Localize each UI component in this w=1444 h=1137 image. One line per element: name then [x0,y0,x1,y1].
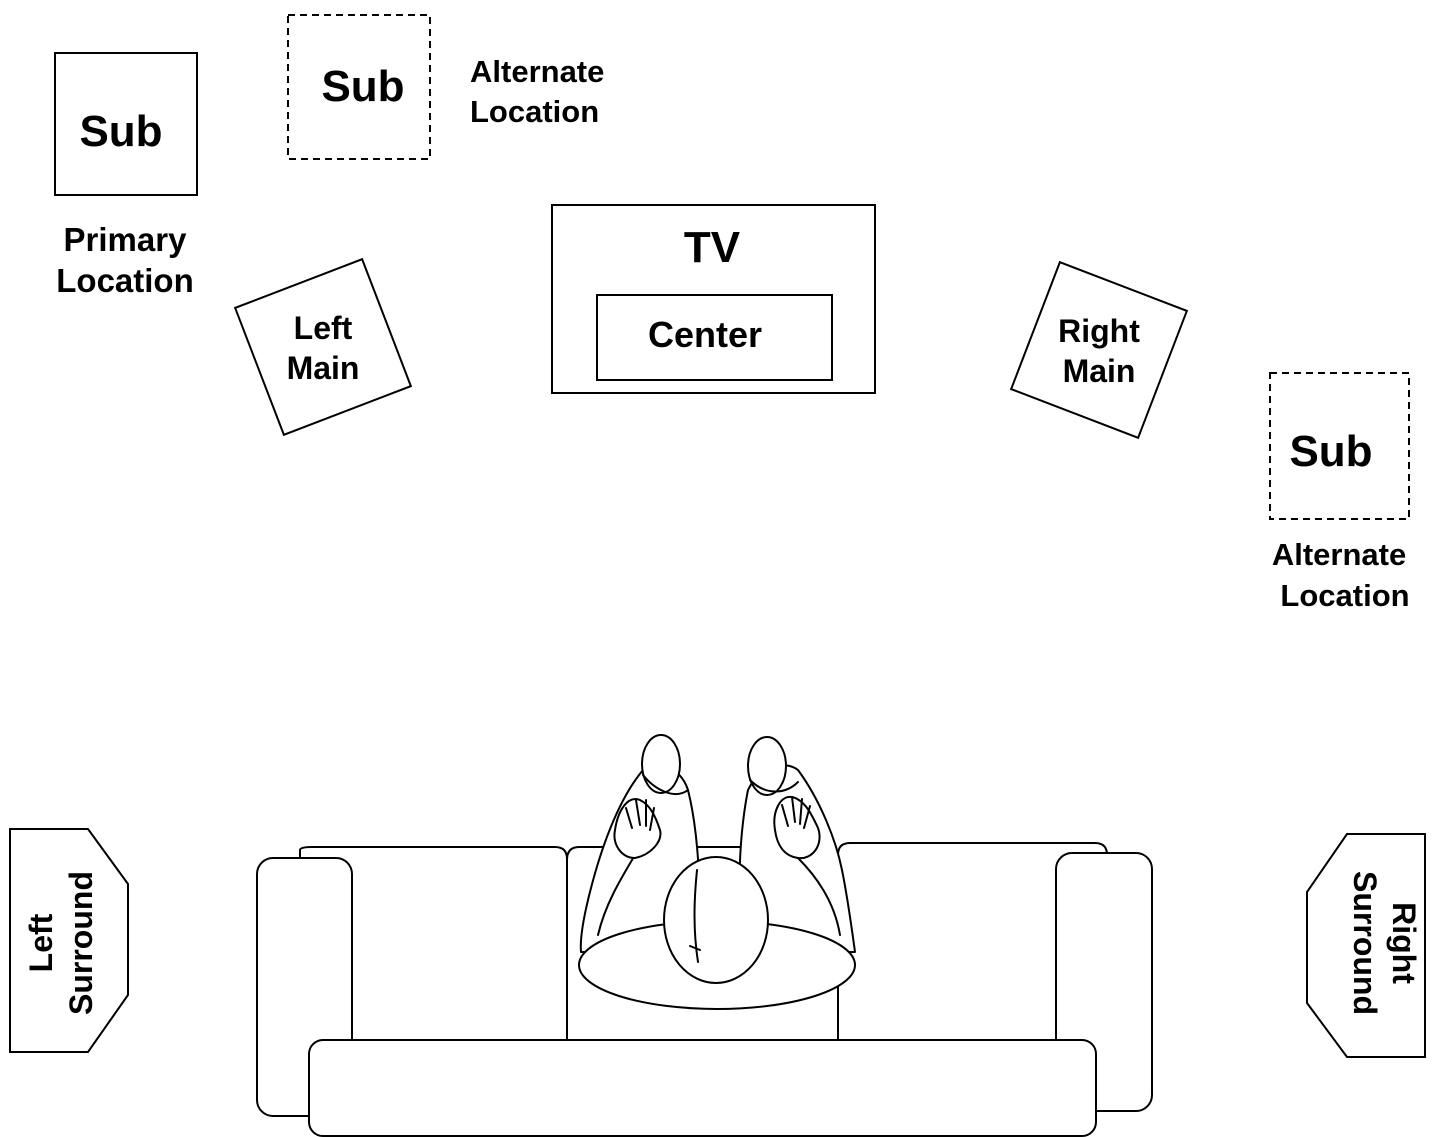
left-main-speaker: Left Main [233,257,413,437]
sub-primary-caption-line2: Location [56,262,194,299]
right-surround-line1: Right [1386,902,1422,984]
person-left-arm [597,854,636,936]
left-surround-speaker: Left Surround [9,828,129,1053]
sub-primary-caption-line1: Primary [64,221,188,258]
person-left-hand [613,798,662,859]
left-surround-line2: Surround [63,871,99,1015]
sub-alternate-right-caption-line2: Location [1280,578,1409,613]
person-left-knee-fold [642,774,689,795]
person-nose [689,945,701,951]
right-main-box [1009,260,1189,440]
left-main-box [233,257,413,437]
person-right-knee [747,736,787,796]
person-right-arm [797,857,841,936]
sofa-seat-cushion [308,1039,1097,1137]
sub-alternate-top-caption-line1: Alternate [470,54,604,89]
sub-alternate-right-caption-line1: Alternate [1272,537,1406,572]
sub-primary: Sub Primary Location [54,52,198,299]
sub-alternate-top-label: Sub [321,62,404,111]
left-surround-line1: Left [23,913,59,972]
person-left-knee [641,734,681,794]
right-surround-speaker: Right Surround [1306,833,1426,1058]
person [578,734,856,1010]
person-right-knee-fold [749,779,799,793]
person-right-fingers [781,796,811,829]
left-main-line1: Left [294,310,353,346]
tv-label: TV [684,223,741,272]
right-surround-box [1306,833,1426,1058]
tv: TV Center [551,204,876,394]
sub-alternate-top: Sub Alternate Location [287,14,604,160]
sub-alternate-right: Sub Alternate Location [1269,372,1410,613]
sub-alternate-top-caption-line2: Location [470,94,599,129]
left-main-line2: Main [287,350,360,386]
sub-alternate-right-box [1269,372,1410,520]
right-main-line1: Right [1058,313,1140,349]
right-surround-line2: Surround [1347,871,1383,1015]
left-surround-box [9,828,129,1053]
person-head [663,856,769,984]
sub-alternate-top-box [287,14,431,160]
person-hair-part [693,869,699,963]
right-main-line2: Main [1063,353,1136,389]
sub-alternate-right-label: Sub [1289,427,1372,476]
person-left-fingers [625,799,655,831]
center-speaker-box [596,294,833,381]
sub-primary-label: Sub [79,107,162,156]
center-speaker-label: Center [648,314,762,355]
sub-primary-box [54,52,198,196]
right-main-speaker: Right Main [1009,260,1189,440]
